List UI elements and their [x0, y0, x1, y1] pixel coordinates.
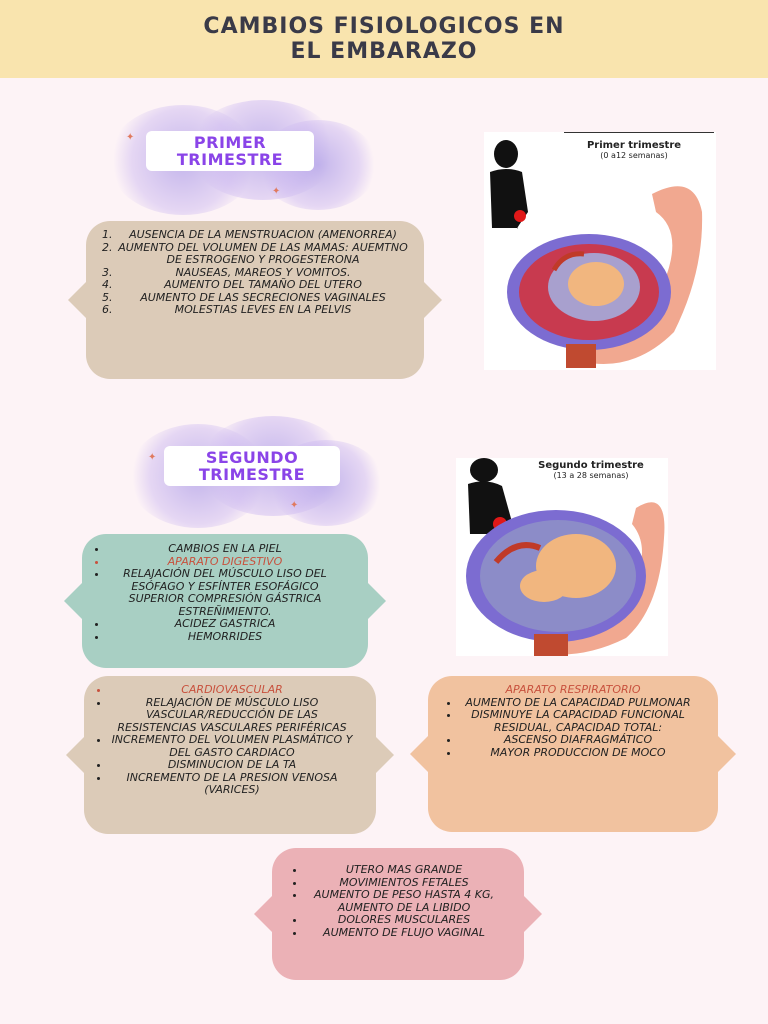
list-item: AUMENTO DEL VOLUMEN DE LAS MAMAS: AUEMTN…	[116, 241, 410, 267]
list-item: CARDIOVASCULAR	[110, 683, 354, 697]
list-item: AUSENCIA DE LA MENSTRUACION (AMENORREA)	[116, 228, 410, 242]
list-item: APARATO DIGESTIVO	[108, 555, 342, 569]
title-line-2: EL EMBARAZO	[290, 39, 478, 64]
figure-title: Primer trimestre	[586, 140, 682, 151]
page-title: CAMBIOS FISIOLOGICOS EN EL EMBARAZO	[203, 14, 564, 64]
list-item: INCREMENTO DE LA PRESION VENOSA (VARICES…	[110, 771, 354, 797]
list-item: RELAJACIÓN DEL MÚSCULO LISO DEL ESÓFAGO …	[108, 567, 342, 618]
primer-trimestre-tag: PRIMER TRIMESTRE	[146, 131, 314, 171]
figure-subtitle: (13 a 28 semanas)	[553, 471, 629, 480]
list-item: AUMENTO DEL TAMAÑO DEL UTERO	[116, 278, 410, 292]
primer-trimestre-figure: Primer trimestre (0 a12 semanas)	[484, 132, 716, 370]
figure-title: Segundo trimestre	[538, 460, 644, 471]
sparkle-icon: ✦	[148, 452, 157, 463]
segundo-trimestre-figure: Segundo trimestre (13 a 28 semanas)	[456, 458, 668, 656]
respiratorio-list: APARATO RESPIRATORIO AUMENTO DE LA CAPAC…	[410, 676, 736, 832]
cardiovascular-list: CARDIOVASCULARRELAJACIÓN DE MÚSCULO LISO…	[66, 676, 394, 834]
list-item: AUMENTO DE FLUJO VAGINAL	[306, 926, 502, 940]
list-item: INCREMENTO DEL VOLUMEN PLASMÁTICO Y DEL …	[110, 733, 354, 759]
list-item: DISMINUYE LA CAPACIDAD FUNCIONAL RESIDUA…	[460, 708, 696, 734]
title-banner: CAMBIOS FISIOLOGICOS EN EL EMBARAZO	[0, 0, 768, 78]
list-item: UTERO MAS GRANDE	[306, 863, 502, 877]
list-item: AUMENTO DE PESO HASTA 4 KG, AUMENTO DE L…	[306, 888, 502, 914]
segundo-trimestre-tag: SEGUNDO TRIMESTRE	[164, 446, 340, 486]
digestivo-list: CAMBIOS EN LA PIELAPARATO DIGESTIVORELAJ…	[64, 534, 386, 668]
list-item: ACIDEZ GASTRICA	[108, 617, 342, 631]
uterus-illustration	[490, 140, 703, 368]
list-item: DOLORES MUSCULARES	[306, 913, 502, 927]
list-item: HEMORRIDES	[108, 630, 342, 644]
list-item: CAMBIOS EN LA PIEL	[108, 542, 342, 556]
sparkle-icon: ✦	[290, 500, 299, 511]
otros-cambios-list: UTERO MAS GRANDEMOVIMIENTOS FETALESAUMEN…	[254, 848, 542, 980]
uterus-illustration	[466, 458, 665, 656]
sparkle-icon: ✦	[272, 186, 281, 197]
list-item: MOLESTIAS LEVES EN LA PELVIS	[116, 303, 410, 317]
list-item: DISMINUCION DE LA TA	[110, 758, 354, 772]
title-line-1: CAMBIOS FISIOLOGICOS EN	[203, 14, 565, 39]
list-item: RELAJACIÓN DE MÚSCULO LISO VASCULAR/REDU…	[110, 696, 354, 735]
list-item: AUMENTO DE LA CAPACIDAD PULMONAR	[460, 696, 696, 710]
primer-trimestre-list: AUSENCIA DE LA MENSTRUACION (AMENORREA)A…	[68, 221, 442, 379]
sparkle-icon: ✦	[126, 132, 135, 143]
list-item: MAYOR PRODUCCION DE MOCO	[460, 746, 696, 760]
figure-subtitle: (0 a12 semanas)	[600, 151, 668, 160]
list-item: AUMENTO DE LAS SECRECIONES VAGINALES	[116, 291, 410, 305]
respiratorio-heading: APARATO RESPIRATORIO	[505, 683, 641, 696]
list-item: ASCENSO DIAFRAGMÁTICO	[460, 733, 696, 747]
list-item: MOVIMIENTOS FETALES	[306, 876, 502, 890]
list-item: NAUSEAS, MAREOS Y VOMITOS.	[116, 266, 410, 280]
